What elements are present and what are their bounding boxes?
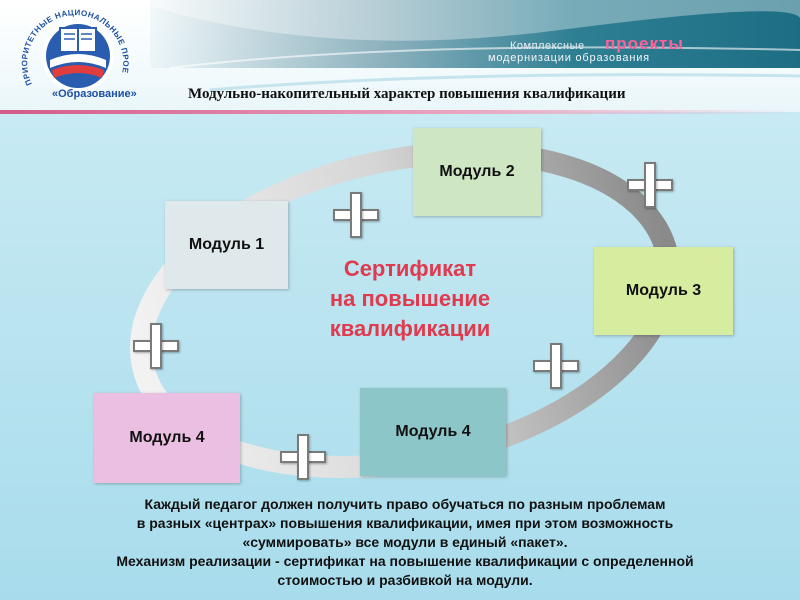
plus-icon	[627, 162, 673, 208]
projects-label-small: Комплексные	[510, 40, 585, 52]
header-band	[150, 0, 800, 68]
header-banner: ПРИОРИТЕТНЫЕ НАЦИОНАЛЬНЫЕ ПРОЕКТЫ «Образ…	[0, 0, 800, 114]
projects-label-big: проекты	[605, 34, 684, 53]
module-2-box: Модуль 2	[413, 128, 541, 216]
footer-line: «суммировать» все модули в единый «пакет…	[242, 534, 568, 550]
plus-icon	[280, 434, 326, 480]
plus-icon	[133, 323, 179, 369]
footer-line: в разных «центрах» повышения квалификаци…	[136, 515, 674, 531]
plus-icon	[533, 343, 579, 389]
page-title: Модульно-накопительный характер повышени…	[188, 86, 626, 102]
certificate-line: на повышение	[329, 286, 491, 311]
certificate-line: Сертификат	[343, 256, 477, 281]
module-4-box-pink: Модуль 4	[94, 393, 240, 483]
projects-label-sub: модернизации образования	[488, 52, 650, 64]
national-projects-logo: ПРИОРИТЕТНЫЕ НАЦИОНАЛЬНЫЕ ПРОЕКТЫ	[4, 4, 130, 92]
module-1-box: Модуль 1	[165, 201, 288, 289]
module-4-box-teal: Модуль 4	[360, 388, 506, 476]
plus-icon	[333, 192, 379, 238]
footer-line: стоимостью и разбивкой на модули.	[277, 572, 533, 588]
logo-caption: «Образование»	[52, 88, 137, 100]
certificate-text: Сертификат на повышение квалификации	[305, 254, 515, 344]
footer-line: Каждый педагог должен получить право обу…	[144, 496, 666, 512]
module-3-box: Модуль 3	[594, 247, 733, 335]
footer-line: Механизм реализации - сертификат на повы…	[116, 553, 694, 569]
footer-text: Каждый педагог должен получить право обу…	[20, 495, 790, 590]
header-rule	[0, 110, 800, 114]
header-swoosh	[150, 0, 800, 92]
certificate-line: квалификации	[329, 316, 491, 341]
